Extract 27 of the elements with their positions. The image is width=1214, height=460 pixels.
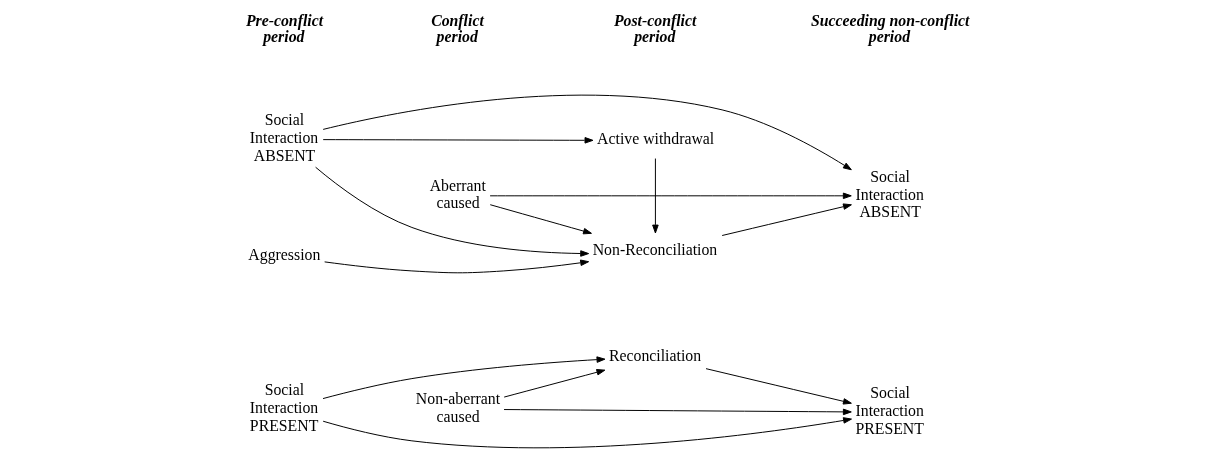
node-text: Aberrant caused bbox=[429, 176, 486, 212]
arrow bbox=[322, 417, 852, 449]
node-text: Active withdrawal bbox=[596, 130, 714, 148]
label: Post-conflict period bbox=[613, 11, 696, 45]
arrow bbox=[721, 203, 852, 236]
node-text: Non-Reconciliation bbox=[592, 240, 717, 258]
arrow bbox=[322, 94, 852, 171]
arrow bbox=[651, 158, 659, 234]
node-text: Social Interaction PRESENT bbox=[249, 381, 318, 434]
arrow bbox=[314, 166, 589, 257]
arrow bbox=[503, 369, 605, 398]
node-text: Reconciliation bbox=[608, 346, 701, 364]
arrow bbox=[489, 192, 852, 200]
arrow bbox=[503, 408, 852, 416]
arrow bbox=[705, 368, 852, 405]
arrow bbox=[322, 137, 593, 144]
node-text: Aggression bbox=[247, 245, 320, 263]
label: Pre-conflict period bbox=[245, 11, 323, 45]
node-text: Social Interaction ABSENT bbox=[249, 111, 318, 165]
arrow bbox=[489, 204, 592, 235]
node-text: Social Interaction ABSENT bbox=[854, 167, 924, 221]
node-text: Non-aberrant caused bbox=[415, 390, 500, 425]
arrow bbox=[323, 259, 589, 274]
node-text: Social Interaction PRESENT bbox=[854, 384, 924, 437]
arrow bbox=[322, 356, 605, 400]
label: Succeeding non-conflict period bbox=[810, 11, 969, 45]
label: Conflict period bbox=[430, 11, 484, 45]
